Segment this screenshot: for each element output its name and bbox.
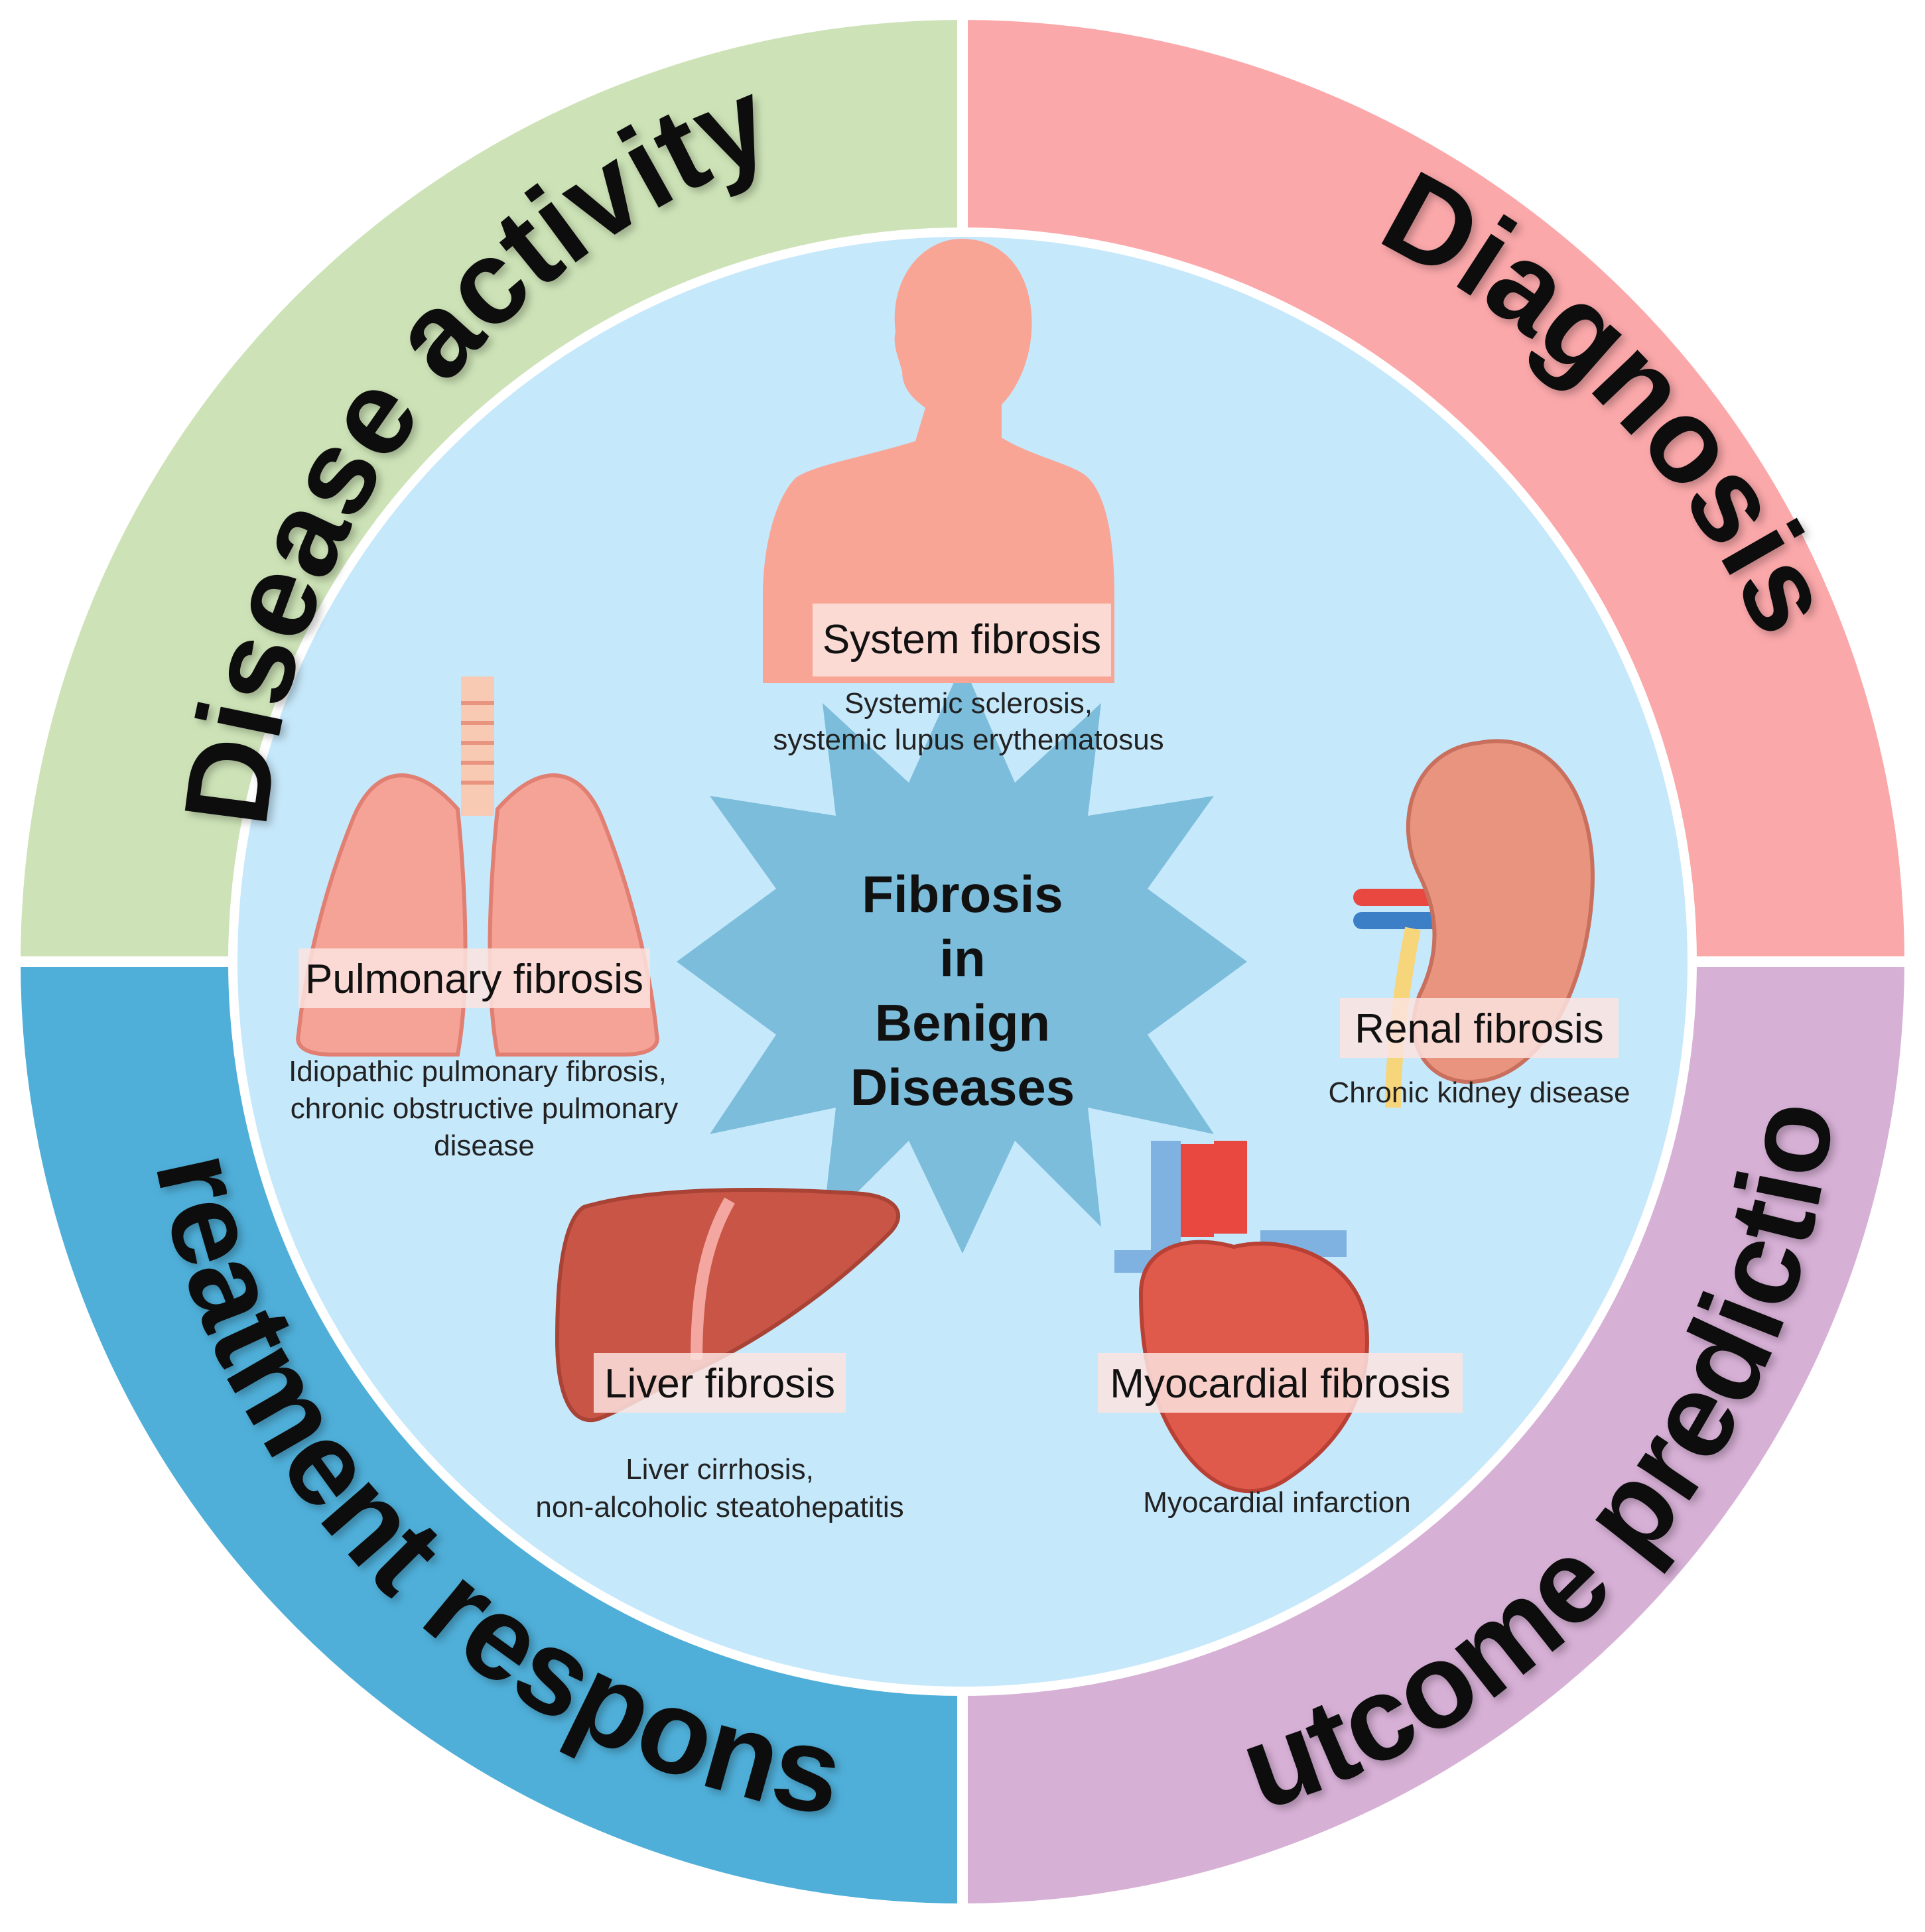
pulmonary-fibrosis-desc-1: Idiopathic pulmonary fibrosis, <box>289 1055 667 1088</box>
system-fibrosis-desc-2: systemic lupus erythematosus <box>773 724 1163 756</box>
system-fibrosis-desc-1: Systemic sclerosis, <box>844 687 1093 720</box>
liver-title-box <box>594 1353 846 1413</box>
renal-title-box <box>1340 998 1619 1058</box>
center-starburst <box>677 663 1247 1254</box>
pulmonary-fibrosis-title: Pulmonary fibrosis <box>305 956 643 1002</box>
pulmonary-fibrosis-desc-3: disease <box>434 1129 535 1162</box>
system-fibrosis-title: System fibrosis <box>823 617 1101 663</box>
liver-fibrosis-desc-2: non-alcoholic steatohepatitis <box>535 1491 903 1523</box>
center-line-1: Fibrosis <box>862 865 1063 923</box>
myocardial-title-box <box>1098 1353 1463 1413</box>
liver-fibrosis-desc-1: Liver cirrhosis, <box>626 1453 814 1486</box>
center-line-4: Diseases <box>850 1058 1075 1116</box>
liver-fibrosis-title: Liver fibrosis <box>604 1361 835 1407</box>
renal-fibrosis-desc-1: Chronic kidney disease <box>1329 1076 1630 1109</box>
center-line-2: in <box>939 929 985 988</box>
myocardial-fibrosis-desc-1: Myocardial infarction <box>1143 1486 1411 1519</box>
center-line-3: Benign <box>875 994 1050 1052</box>
renal-fibrosis-title: Renal fibrosis <box>1355 1006 1604 1052</box>
myocardial-fibrosis-title: Myocardial fibrosis <box>1110 1361 1450 1407</box>
pulmonary-title-box <box>299 948 650 1008</box>
human-body-icon <box>763 239 1114 683</box>
system-title-box <box>813 604 1111 676</box>
pulmonary-fibrosis-desc-2: chronic obstructive pulmonary <box>291 1092 678 1125</box>
